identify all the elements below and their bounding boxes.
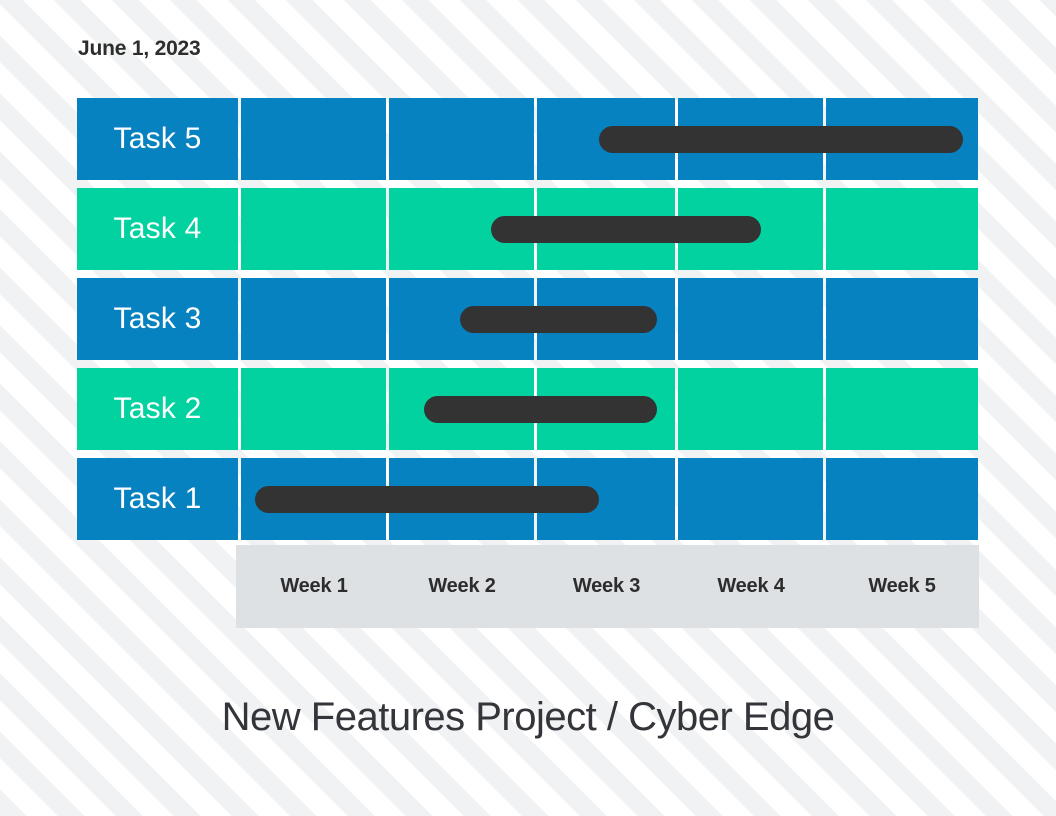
week-header-cell[interactable]: Week 1 (240, 545, 388, 628)
gantt-cell-week-5[interactable] (826, 278, 978, 360)
task-label: Task 2 (113, 392, 202, 425)
week-header-label: Week 2 (428, 575, 496, 597)
week-header-cell[interactable]: Week 4 (677, 545, 825, 628)
task-label: Task 4 (113, 212, 202, 245)
task-label: Task 3 (113, 302, 202, 335)
week-header-cell[interactable]: Week 3 (536, 545, 677, 628)
project-title: New Features Project / Cyber Edge (221, 695, 835, 739)
week-header-label: Week 3 (572, 575, 641, 597)
gantt-cell-week-5[interactable] (826, 368, 978, 450)
gantt-cell-week-4[interactable] (678, 278, 823, 360)
task-duration-bar[interactable] (255, 486, 599, 513)
task-duration-bar[interactable] (460, 306, 657, 333)
gantt-cell-week-1[interactable] (241, 368, 386, 450)
task-label-cell[interactable]: Task 2 (77, 368, 238, 450)
task-label: Task 5 (113, 122, 202, 155)
gantt-cell-week-4[interactable] (678, 458, 823, 540)
week-header-cell[interactable]: Week 2 (388, 545, 536, 628)
task-label-cell[interactable]: Task 3 (77, 278, 238, 360)
task-label-cell[interactable]: Task 5 (77, 98, 238, 180)
gantt-row: Task 3 (77, 278, 978, 360)
task-duration-bar[interactable] (491, 216, 761, 243)
gantt-row: Task 5 (77, 98, 978, 180)
gantt-row: Task 1 (77, 458, 978, 540)
task-label-cell[interactable]: Task 4 (77, 188, 238, 270)
gantt-grid: Task 5 Task 4 Task 3 Task 2 Task 1 (77, 98, 978, 540)
gantt-cell-week-4[interactable] (678, 368, 823, 450)
gantt-cell-week-5[interactable] (826, 188, 978, 270)
gantt-row: Task 2 (77, 368, 978, 450)
gantt-row: Task 4 (77, 188, 978, 270)
task-label-cell[interactable]: Task 1 (77, 458, 238, 540)
date-label: June 1, 2023 (78, 37, 201, 60)
week-header-row: Week 1 Week 2 Week 3 Week 4 Week 5 (236, 545, 979, 628)
week-header-label: Week 4 (717, 575, 785, 597)
week-header-cell[interactable]: Week 5 (825, 545, 979, 628)
gantt-cell-week-2[interactable] (389, 98, 534, 180)
gantt-cell-week-1[interactable] (241, 98, 386, 180)
gantt-cell-week-1[interactable] (241, 278, 386, 360)
task-duration-bar[interactable] (424, 396, 657, 423)
gantt-cell-week-5[interactable] (826, 458, 978, 540)
week-header-label: Week 5 (868, 575, 936, 597)
task-duration-bar[interactable] (599, 126, 963, 153)
task-label: Task 1 (113, 482, 202, 515)
week-header-label: Week 1 (280, 575, 348, 597)
gantt-cell-week-1[interactable] (241, 188, 386, 270)
